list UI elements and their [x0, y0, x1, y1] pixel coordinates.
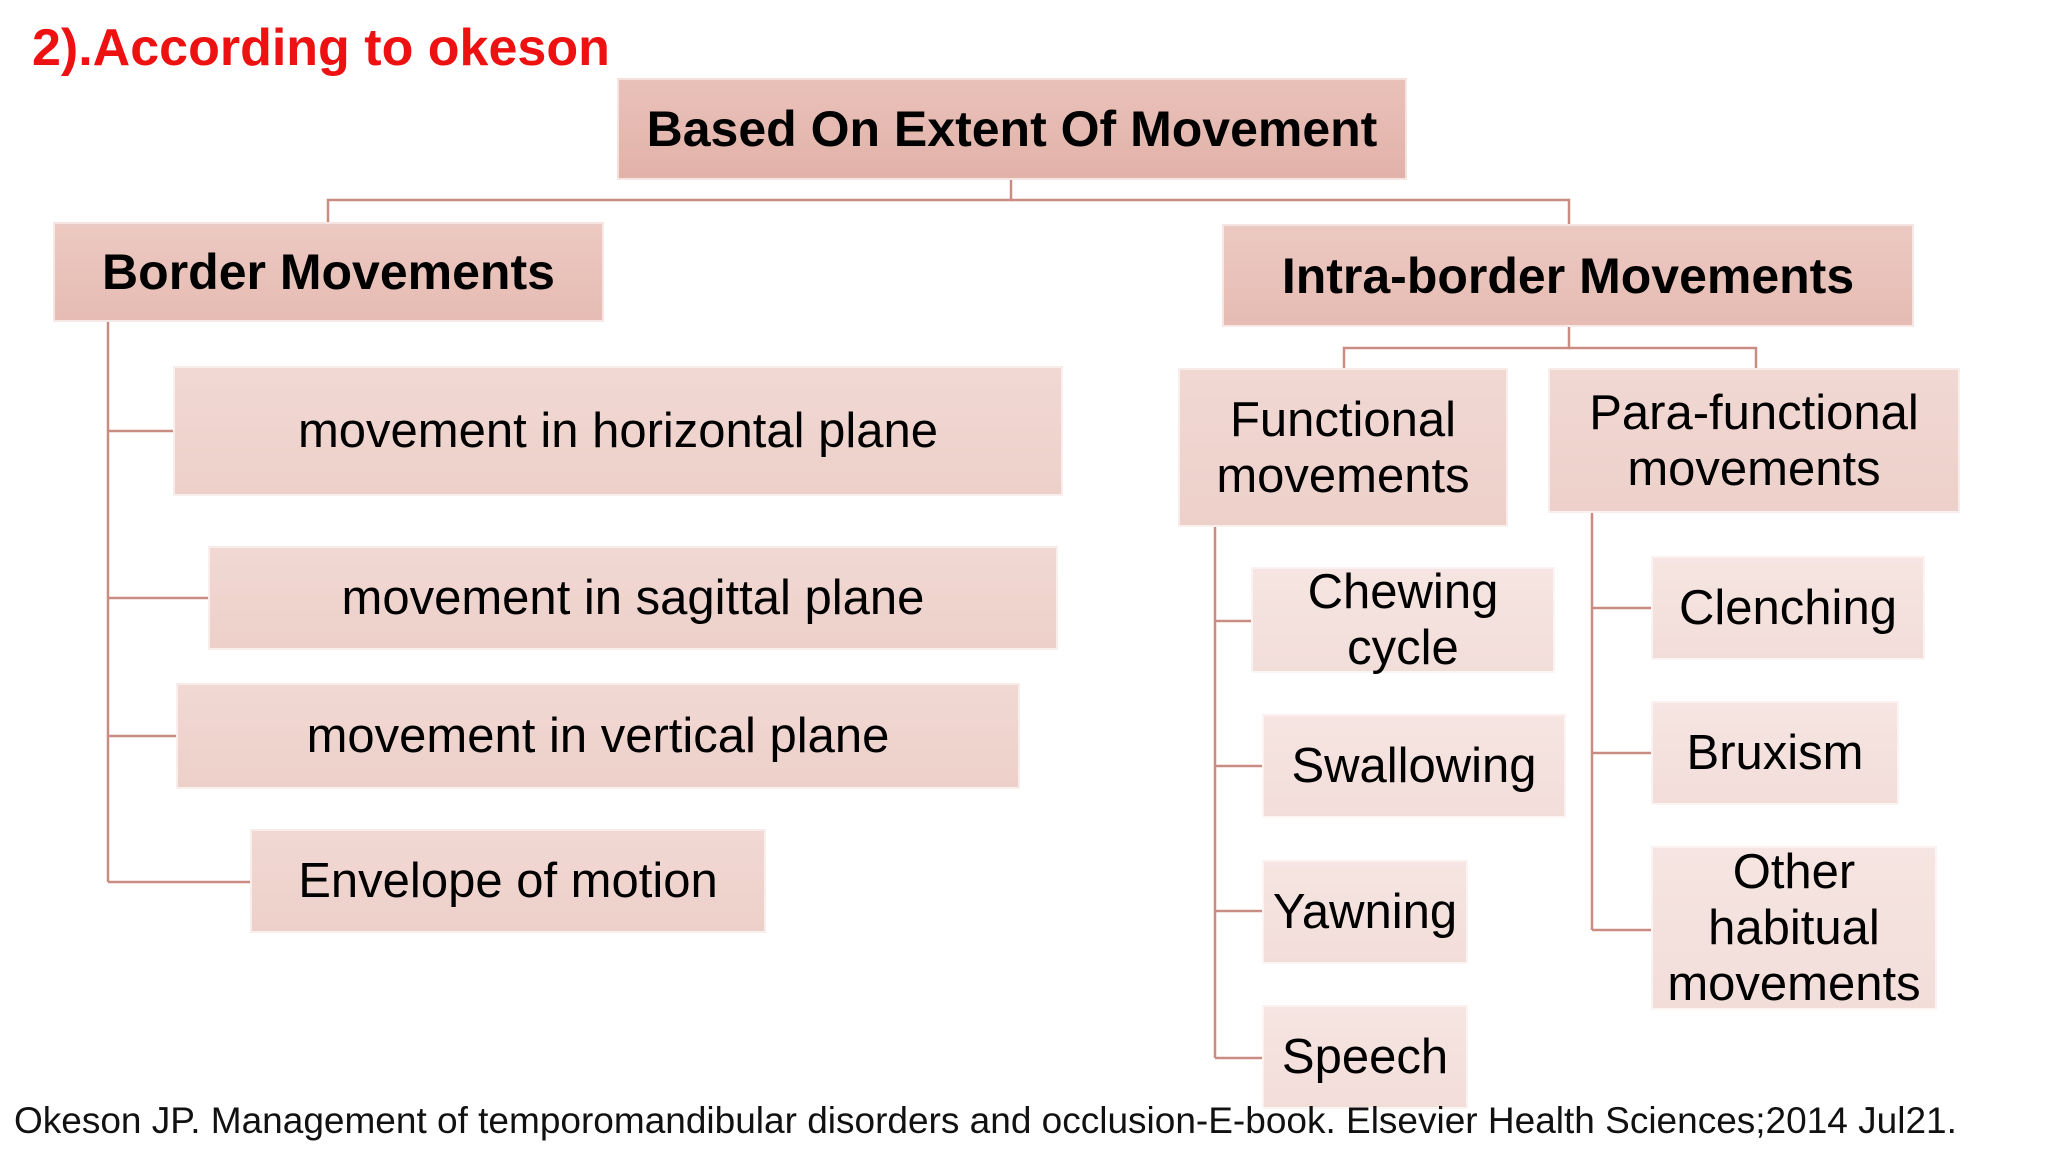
border-movements-node: Border Movements [53, 222, 604, 322]
border-item-sagittal: movement in sagittal plane [208, 546, 1058, 650]
parafunctional-item-line-1: Bruxism [1686, 726, 1864, 780]
parafunctional-label-line-2: movements [1627, 441, 1881, 496]
border-item-label: Envelope of motion [298, 854, 718, 908]
connector-intra-split [1342, 327, 1571, 370]
connector-root-intra [1011, 198, 1571, 226]
border-item-label: movement in vertical plane [306, 709, 890, 763]
functional-item-line-1: Speech [1281, 1030, 1449, 1084]
functional-item-speech: Speech [1262, 1005, 1468, 1109]
functional-item-line-2: cycle [1347, 621, 1459, 675]
root-node-label: Based On Extent Of Movement [646, 101, 1378, 157]
parafunctional-movements-node: Para-functional movements [1548, 368, 1960, 513]
parafunctional-item-line-2: habitual [1708, 901, 1880, 955]
functional-item-line-1: Yawning [1272, 885, 1458, 939]
parafunctional-item-bruxism: Bruxism [1651, 701, 1899, 805]
border-item-horizontal: movement in horizontal plane [173, 366, 1063, 496]
parafunctional-item-line-3: movements [1667, 957, 1921, 1011]
connector-root-border [326, 178, 1013, 224]
border-item-vertical: movement in vertical plane [176, 683, 1020, 789]
functional-item-swallowing: Swallowing [1262, 714, 1566, 818]
intra-border-movements-label: Intra-border Movements [1281, 247, 1855, 304]
border-item-label: movement in sagittal plane [341, 571, 925, 625]
border-item-label: movement in horizontal plane [297, 404, 939, 458]
connector-intra-para [1569, 346, 1758, 370]
citation-footer: Okeson JP. Management of temporomandibul… [14, 1100, 1957, 1141]
functional-movements-node: Functional movements [1178, 368, 1508, 527]
functional-label-line-2: movements [1216, 448, 1470, 503]
intra-border-movements-node: Intra-border Movements [1222, 224, 1914, 327]
functional-label-line-1: Functional [1229, 392, 1457, 447]
slide-heading: 2).According to okeson [32, 19, 610, 77]
parafunctional-item-line-1: Clenching [1679, 581, 1897, 635]
parafunctional-item-other-habitual: Other habitual movements [1651, 845, 1937, 1011]
border-movements-label: Border Movements [102, 244, 555, 300]
border-item-envelope: Envelope of motion [250, 829, 766, 933]
parafunctional-label-line-1: Para-functional [1589, 385, 1919, 440]
functional-item-chewing-cycle: Chewing cycle [1251, 565, 1555, 675]
parafunctional-item-line-1: Other [1732, 845, 1856, 899]
functional-item-yawning: Yawning [1262, 860, 1468, 964]
parafunctional-item-clenching: Clenching [1651, 556, 1925, 660]
root-node: Based On Extent Of Movement [617, 78, 1407, 180]
functional-item-line-1: Swallowing [1291, 739, 1537, 793]
functional-item-line-1: Chewing [1307, 565, 1499, 619]
